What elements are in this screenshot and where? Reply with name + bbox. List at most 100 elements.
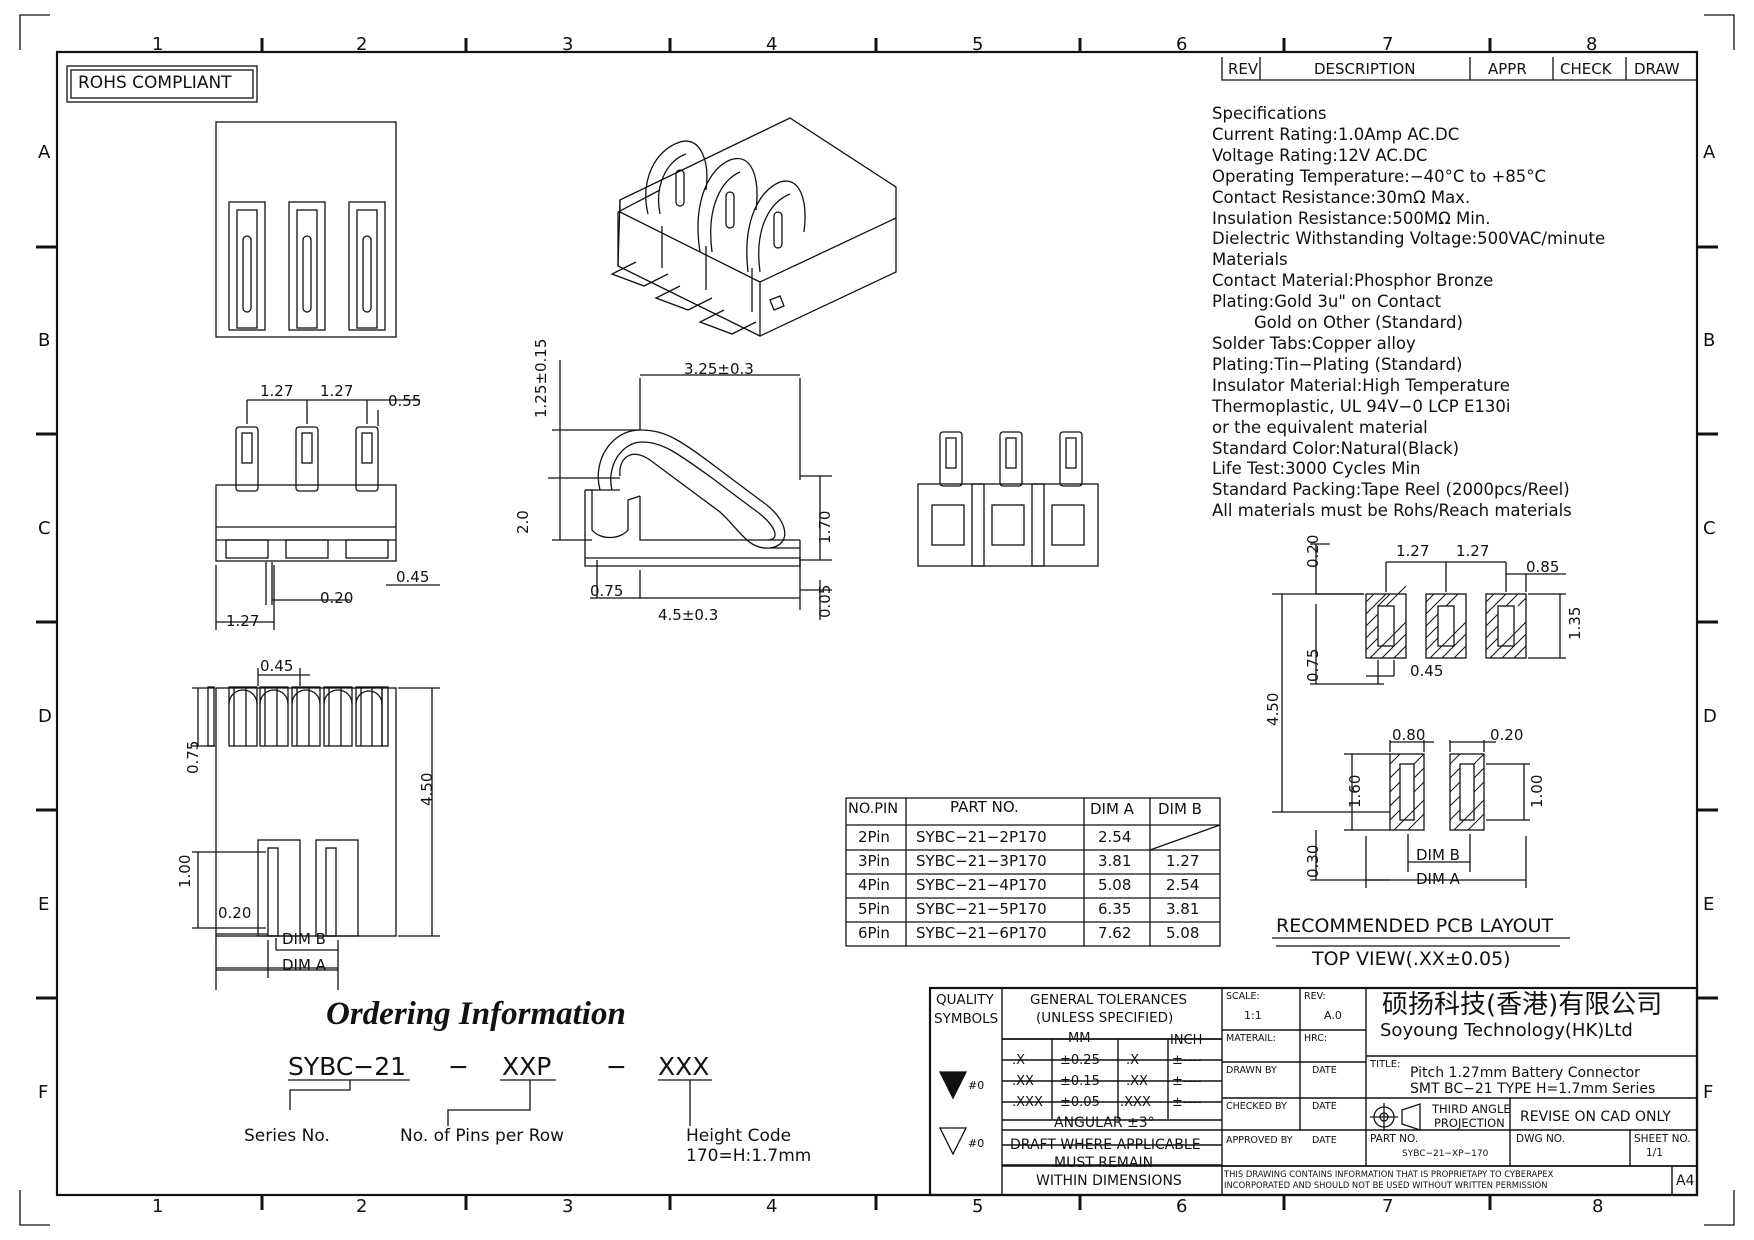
- tb-tol-cell: ±0.05: [1060, 1095, 1100, 1110]
- pin-table-header-dim-a: DIM A: [1090, 800, 1134, 818]
- spec-line: Plating:Gold 3u" on Contact: [1212, 292, 1442, 312]
- tb-title-line-2: SMT BC−21 TYPE H=1.7mm Series: [1410, 1081, 1656, 1097]
- tb-title-line-1: Pitch 1.27mm Battery Connector: [1410, 1065, 1640, 1081]
- pcb-pitch-2: 1.27: [1456, 542, 1490, 560]
- pin-table-cell: SYBC−21−4P170: [916, 876, 1047, 894]
- spec-line: Thermoplastic, UL 94V−0 LCP E130i: [1212, 396, 1511, 416]
- dim-b-bottom: DIM B: [282, 930, 326, 948]
- pin-table-cell: 3.81: [1166, 900, 1200, 918]
- tb-tol-cell: .XXX: [1012, 1095, 1043, 1110]
- tb-angular: ANGULAR ±3°: [1054, 1115, 1155, 1131]
- spec-line: or the equivalent material: [1212, 417, 1428, 437]
- tb-dwg-no-label: DWG NO.: [1516, 1133, 1565, 1145]
- dim-pitch-2: 1.27: [320, 382, 354, 400]
- dim-100-bottom: 1.00: [176, 854, 194, 888]
- pcb-030: 0.30: [1304, 844, 1322, 878]
- spec-line: Life Test:3000 Cycles Min: [1212, 459, 1421, 479]
- spec-line: Plating:Tin−Plating (Standard): [1212, 354, 1463, 374]
- pcb-layout-subtitle: TOP VIEW(.XX±0.05): [1312, 948, 1511, 970]
- ordering-code-pins: XXP: [502, 1052, 552, 1081]
- tb-notice-1: THIS DRAWING CONTAINS INFORMATION THAT I…: [1224, 1169, 1554, 1179]
- tb-tol-cell: .X: [1012, 1053, 1026, 1068]
- pin-table-cell: 3Pin: [858, 852, 890, 870]
- ordering-dash-2: −: [606, 1052, 627, 1081]
- dim-020-front: 0.20: [320, 589, 354, 607]
- rohs-label: ROHS COMPLIANT: [78, 73, 232, 93]
- pcb-160: 1.60: [1346, 774, 1364, 808]
- tb-sheet-size: A4: [1676, 1173, 1695, 1189]
- tb-draft-1: DRAFT WHERE APPLICABLE: [1010, 1137, 1201, 1153]
- tb-draft-3: WITHIN DIMENSIONS: [1036, 1173, 1182, 1189]
- tb-inch: INCH: [1170, 1033, 1203, 1048]
- zone-row-a-right: A: [1703, 142, 1716, 163]
- pcb-dim-a: DIM A: [1416, 870, 1460, 888]
- pin-table-header-pin: NO.PIN: [848, 801, 899, 817]
- specifications-block: Specifications Current Rating:1.0Amp AC.…: [1212, 104, 1605, 522]
- tb-scale-value: 1:1: [1244, 1009, 1262, 1022]
- dim-side-height: 1.25±0.15: [532, 338, 550, 418]
- tb-rev-label: REV:: [1304, 991, 1326, 1002]
- dim-side-170: 1.70: [816, 510, 834, 544]
- tb-part-no-value: SYBC−21−XP−170: [1402, 1149, 1489, 1159]
- pcb-080: 0.80: [1392, 726, 1426, 744]
- dim-045-bottom: 0.45: [260, 657, 294, 675]
- spec-line: Operating Temperature:−40°C to +85°C: [1212, 166, 1547, 186]
- zone-col-1: 1: [152, 34, 164, 55]
- spec-line: Specifications: [1212, 104, 1327, 123]
- spec-line: Materials: [1212, 250, 1288, 270]
- dim-a-bottom: DIM A: [282, 956, 326, 974]
- spec-line: Contact Material:Phosphor Bronze: [1212, 271, 1494, 291]
- pcb-450: 4.50: [1264, 692, 1282, 726]
- tb-sheet-no-label: SHEET NO.: [1634, 1133, 1691, 1145]
- tb-sym-small-2: #0: [968, 1137, 985, 1150]
- dim-pitch-1: 1.27: [260, 382, 294, 400]
- tb-revise-on-cad: REVISE ON CAD ONLY: [1520, 1109, 1671, 1125]
- zone-row-f: F: [38, 1082, 49, 1103]
- spec-line: Contact Resistance:30mΩ Max.: [1212, 187, 1471, 207]
- pin-table-cell: 6Pin: [858, 924, 890, 942]
- zone-row-d: D: [38, 706, 52, 727]
- dim-side-bottom: 4.5±0.3: [658, 606, 719, 624]
- tb-tol-cell: ±0.15: [1060, 1074, 1100, 1089]
- dim-075-bottom: 0.75: [184, 740, 202, 774]
- zone-col-5: 5: [972, 34, 984, 55]
- zone-row-c-right: C: [1703, 518, 1716, 539]
- pcb-100: 1.00: [1528, 774, 1546, 808]
- tb-quality: QUALITY: [936, 992, 994, 1008]
- zone-col-6: 6: [1176, 34, 1188, 55]
- ordering-dash-1: −: [448, 1052, 469, 1081]
- pcb-dim-b: DIM B: [1416, 846, 1460, 864]
- pin-table-cell: SYBC−21−6P170: [916, 924, 1047, 942]
- dim-side-top: 3.25±0.3: [684, 360, 754, 378]
- pin-table-cell: 2Pin: [858, 828, 890, 846]
- spec-line: Insulator Material:High Temperature: [1212, 375, 1510, 395]
- pcb-020-mid: 0.20: [1490, 726, 1524, 744]
- zone-row-f-right: F: [1703, 1082, 1714, 1103]
- tb-tol-cell: ±----: [1172, 1095, 1202, 1110]
- zone-col-4: 4: [766, 34, 778, 55]
- ordering-label-pins: No. of Pins per Row: [400, 1126, 565, 1146]
- pin-table-header-part: PART NO.: [950, 798, 1019, 816]
- tb-unless-specified: (UNLESS SPECIFIED): [1036, 1010, 1174, 1026]
- zone-col-8: 8: [1586, 34, 1598, 55]
- tb-draft-2: MUST REMAIN: [1054, 1155, 1154, 1171]
- tb-third-angle-2: PROJECTION: [1434, 1116, 1505, 1130]
- tb-third-angle-1: THIRD ANGLE: [1432, 1102, 1511, 1116]
- ordering-code-height: XXX: [658, 1052, 710, 1081]
- zone-row-d-right: D: [1703, 706, 1717, 727]
- zone-col-7: 7: [1382, 34, 1394, 55]
- dim-020-bottom: 0.20: [218, 904, 252, 922]
- tb-tol-cell: .X: [1126, 1053, 1140, 1068]
- spec-line: Insulation Resistance:500MΩ Min.: [1212, 208, 1491, 228]
- tb-rev-value: A.0: [1324, 1009, 1342, 1022]
- pcb-075: 0.75: [1304, 648, 1322, 682]
- pcb-layout-title: RECOMMENDED PCB LAYOUT: [1276, 915, 1554, 937]
- tb-tol-cell: .XX: [1012, 1074, 1034, 1089]
- dim-055: 0.55: [388, 392, 422, 410]
- pcb-085: 0.85: [1526, 558, 1560, 576]
- zone-col-1-bottom: 1: [152, 1196, 164, 1217]
- pin-table-cell: SYBC−21−3P170: [916, 852, 1047, 870]
- pin-table-header-dim-b: DIM B: [1158, 800, 1202, 818]
- zone-col-5-bottom: 5: [972, 1196, 984, 1217]
